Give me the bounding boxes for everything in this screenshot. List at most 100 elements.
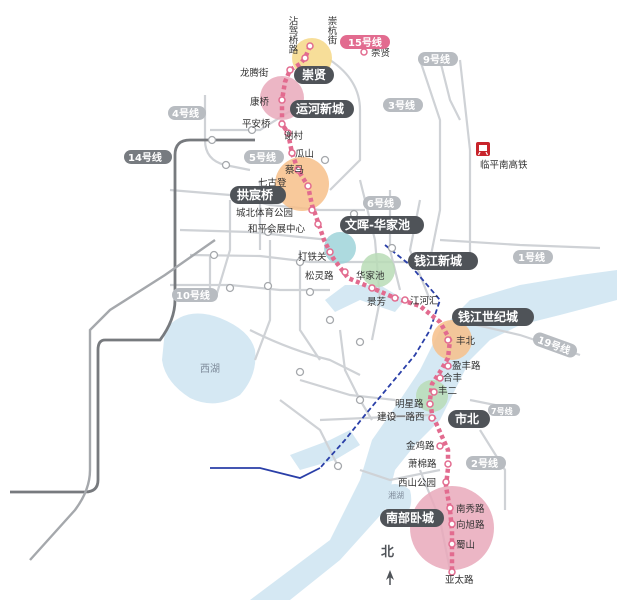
station-label: 江河汇 bbox=[410, 295, 439, 307]
station-label: 沾驾桥路 bbox=[287, 15, 299, 55]
station-marker bbox=[341, 268, 349, 276]
station-label: 丰二 bbox=[438, 385, 457, 397]
district-labels: 崇贤 运河新城 拱宸桥 文晖-华家池 钱江新城 钱江世纪城 市北 南部卧城 bbox=[230, 66, 534, 527]
station-markers bbox=[278, 42, 456, 576]
line-6-south-route bbox=[210, 467, 321, 479]
station-label: 崇杭街 bbox=[326, 16, 338, 45]
station-marker bbox=[301, 54, 309, 62]
station-marker bbox=[308, 206, 316, 214]
station-marker bbox=[278, 120, 286, 128]
station-label: 建设一路西 bbox=[377, 411, 425, 423]
station-label: 西山公园 bbox=[398, 478, 436, 489]
xiang-lake-label: 湘湖 bbox=[388, 490, 404, 500]
station-marker bbox=[306, 42, 314, 50]
station-marker bbox=[360, 48, 368, 56]
line-10-route bbox=[29, 239, 216, 561]
line-tag-15: 15号线 bbox=[348, 36, 382, 49]
station-label: 谢村 bbox=[284, 130, 304, 142]
line-tag-14: 14号线 bbox=[128, 151, 162, 164]
station-marker bbox=[401, 296, 409, 304]
station-marker bbox=[446, 504, 454, 512]
station-marker bbox=[444, 362, 452, 370]
west-lake-label: 西湖 bbox=[200, 363, 220, 375]
line-tag-4: 4号线 bbox=[172, 107, 199, 120]
district-label: 运河新城 bbox=[296, 101, 344, 116]
station-marker bbox=[430, 388, 438, 396]
station-marker bbox=[428, 414, 436, 422]
station-marker bbox=[368, 284, 376, 292]
line-6-route bbox=[319, 244, 442, 469]
line-tag-3: 3号线 bbox=[388, 99, 415, 112]
line-tags: 15号线 9号线 4号线 3号线 14号线 5号线 6号线 1号线 10号线 1… bbox=[124, 35, 578, 470]
district-label: 拱宸桥 bbox=[237, 187, 274, 202]
station-label: 华家池 bbox=[356, 270, 385, 282]
station-marker bbox=[286, 66, 294, 74]
station-label: 龙腾街 bbox=[240, 67, 269, 79]
district-label: 市北 bbox=[455, 411, 479, 426]
water-areas bbox=[162, 270, 617, 600]
station-label: 景芳 bbox=[367, 296, 386, 308]
station-label: 蜀山 bbox=[456, 540, 475, 551]
train-station-icon bbox=[476, 142, 490, 156]
station-marker bbox=[436, 442, 444, 450]
line-tag-1: 1号线 bbox=[518, 251, 545, 264]
station-label: 盈丰路 bbox=[452, 360, 481, 372]
station-label: 萧棉路 bbox=[408, 458, 437, 470]
station-label: 城北体育公园 bbox=[236, 207, 293, 219]
line-9-route bbox=[438, 59, 461, 121]
district-label: 崇贤 bbox=[302, 67, 326, 82]
station-marker bbox=[326, 248, 334, 256]
line-tag-9: 9号线 bbox=[423, 53, 450, 66]
station-label: 打铁关 bbox=[298, 251, 327, 263]
line-tag-19: 19号线 bbox=[536, 333, 572, 357]
district-circle-gongchenqiao bbox=[275, 157, 329, 211]
station-marker bbox=[444, 336, 452, 344]
district-label: 钱江世纪城 bbox=[458, 309, 518, 324]
station-label: 松灵路 bbox=[305, 270, 334, 282]
station-label: 亚太路 bbox=[445, 574, 474, 586]
station-marker bbox=[448, 568, 456, 576]
district-circle-qianjiang bbox=[361, 253, 395, 287]
district-label: 钱江新城 bbox=[414, 253, 462, 268]
station-marker bbox=[444, 460, 452, 468]
station-label: 南秀路 bbox=[456, 503, 485, 515]
station-marker bbox=[294, 166, 302, 174]
north-label: 北 bbox=[381, 545, 394, 560]
station-marker bbox=[314, 220, 322, 228]
background-lines bbox=[169, 59, 601, 571]
line-14-route bbox=[10, 138, 255, 494]
station-label: 平安桥 bbox=[242, 118, 271, 130]
station-marker bbox=[391, 294, 399, 302]
station-label: 蔡马 bbox=[285, 164, 304, 176]
station-marker bbox=[304, 182, 312, 190]
station-label: 合丰 bbox=[443, 372, 462, 384]
station-label: 向旭路 bbox=[456, 519, 485, 531]
station-marker bbox=[426, 400, 434, 408]
station-marker bbox=[448, 540, 456, 548]
qiantang-river bbox=[250, 270, 617, 600]
station-label: 丰北 bbox=[456, 335, 476, 347]
line-tag-5: 5号线 bbox=[249, 151, 276, 164]
station-label: 金鸡路 bbox=[406, 440, 435, 452]
river-branch bbox=[290, 430, 360, 470]
station-labels: 沾驾桥路 崇杭街 崇贤 龙腾街 康桥 平安桥 谢村 瓜山 蔡马 七古登 城北体育… bbox=[236, 15, 485, 586]
interchange-markers bbox=[207, 125, 425, 471]
west-lake bbox=[162, 313, 256, 404]
station-marker bbox=[284, 129, 292, 137]
station-label: 明星路 bbox=[395, 398, 424, 410]
station-label: 康桥 bbox=[250, 96, 270, 108]
line-tag-10: 10号线 bbox=[176, 289, 210, 302]
station-marker bbox=[288, 149, 296, 157]
station-marker bbox=[442, 478, 450, 486]
station-marker bbox=[278, 96, 286, 104]
north-arrow-icon bbox=[386, 570, 394, 585]
line-tag-7: 7号线 bbox=[491, 406, 513, 416]
line-tag-2: 2号线 bbox=[471, 457, 498, 470]
rail-station-label: 临平南高铁 bbox=[480, 159, 528, 171]
station-label: 崇贤 bbox=[371, 48, 391, 59]
district-circle-wenhui bbox=[324, 232, 356, 264]
district-label: 文晖-华家池 bbox=[345, 217, 410, 232]
station-marker bbox=[436, 374, 444, 382]
station-label: 瓜山 bbox=[295, 149, 314, 160]
